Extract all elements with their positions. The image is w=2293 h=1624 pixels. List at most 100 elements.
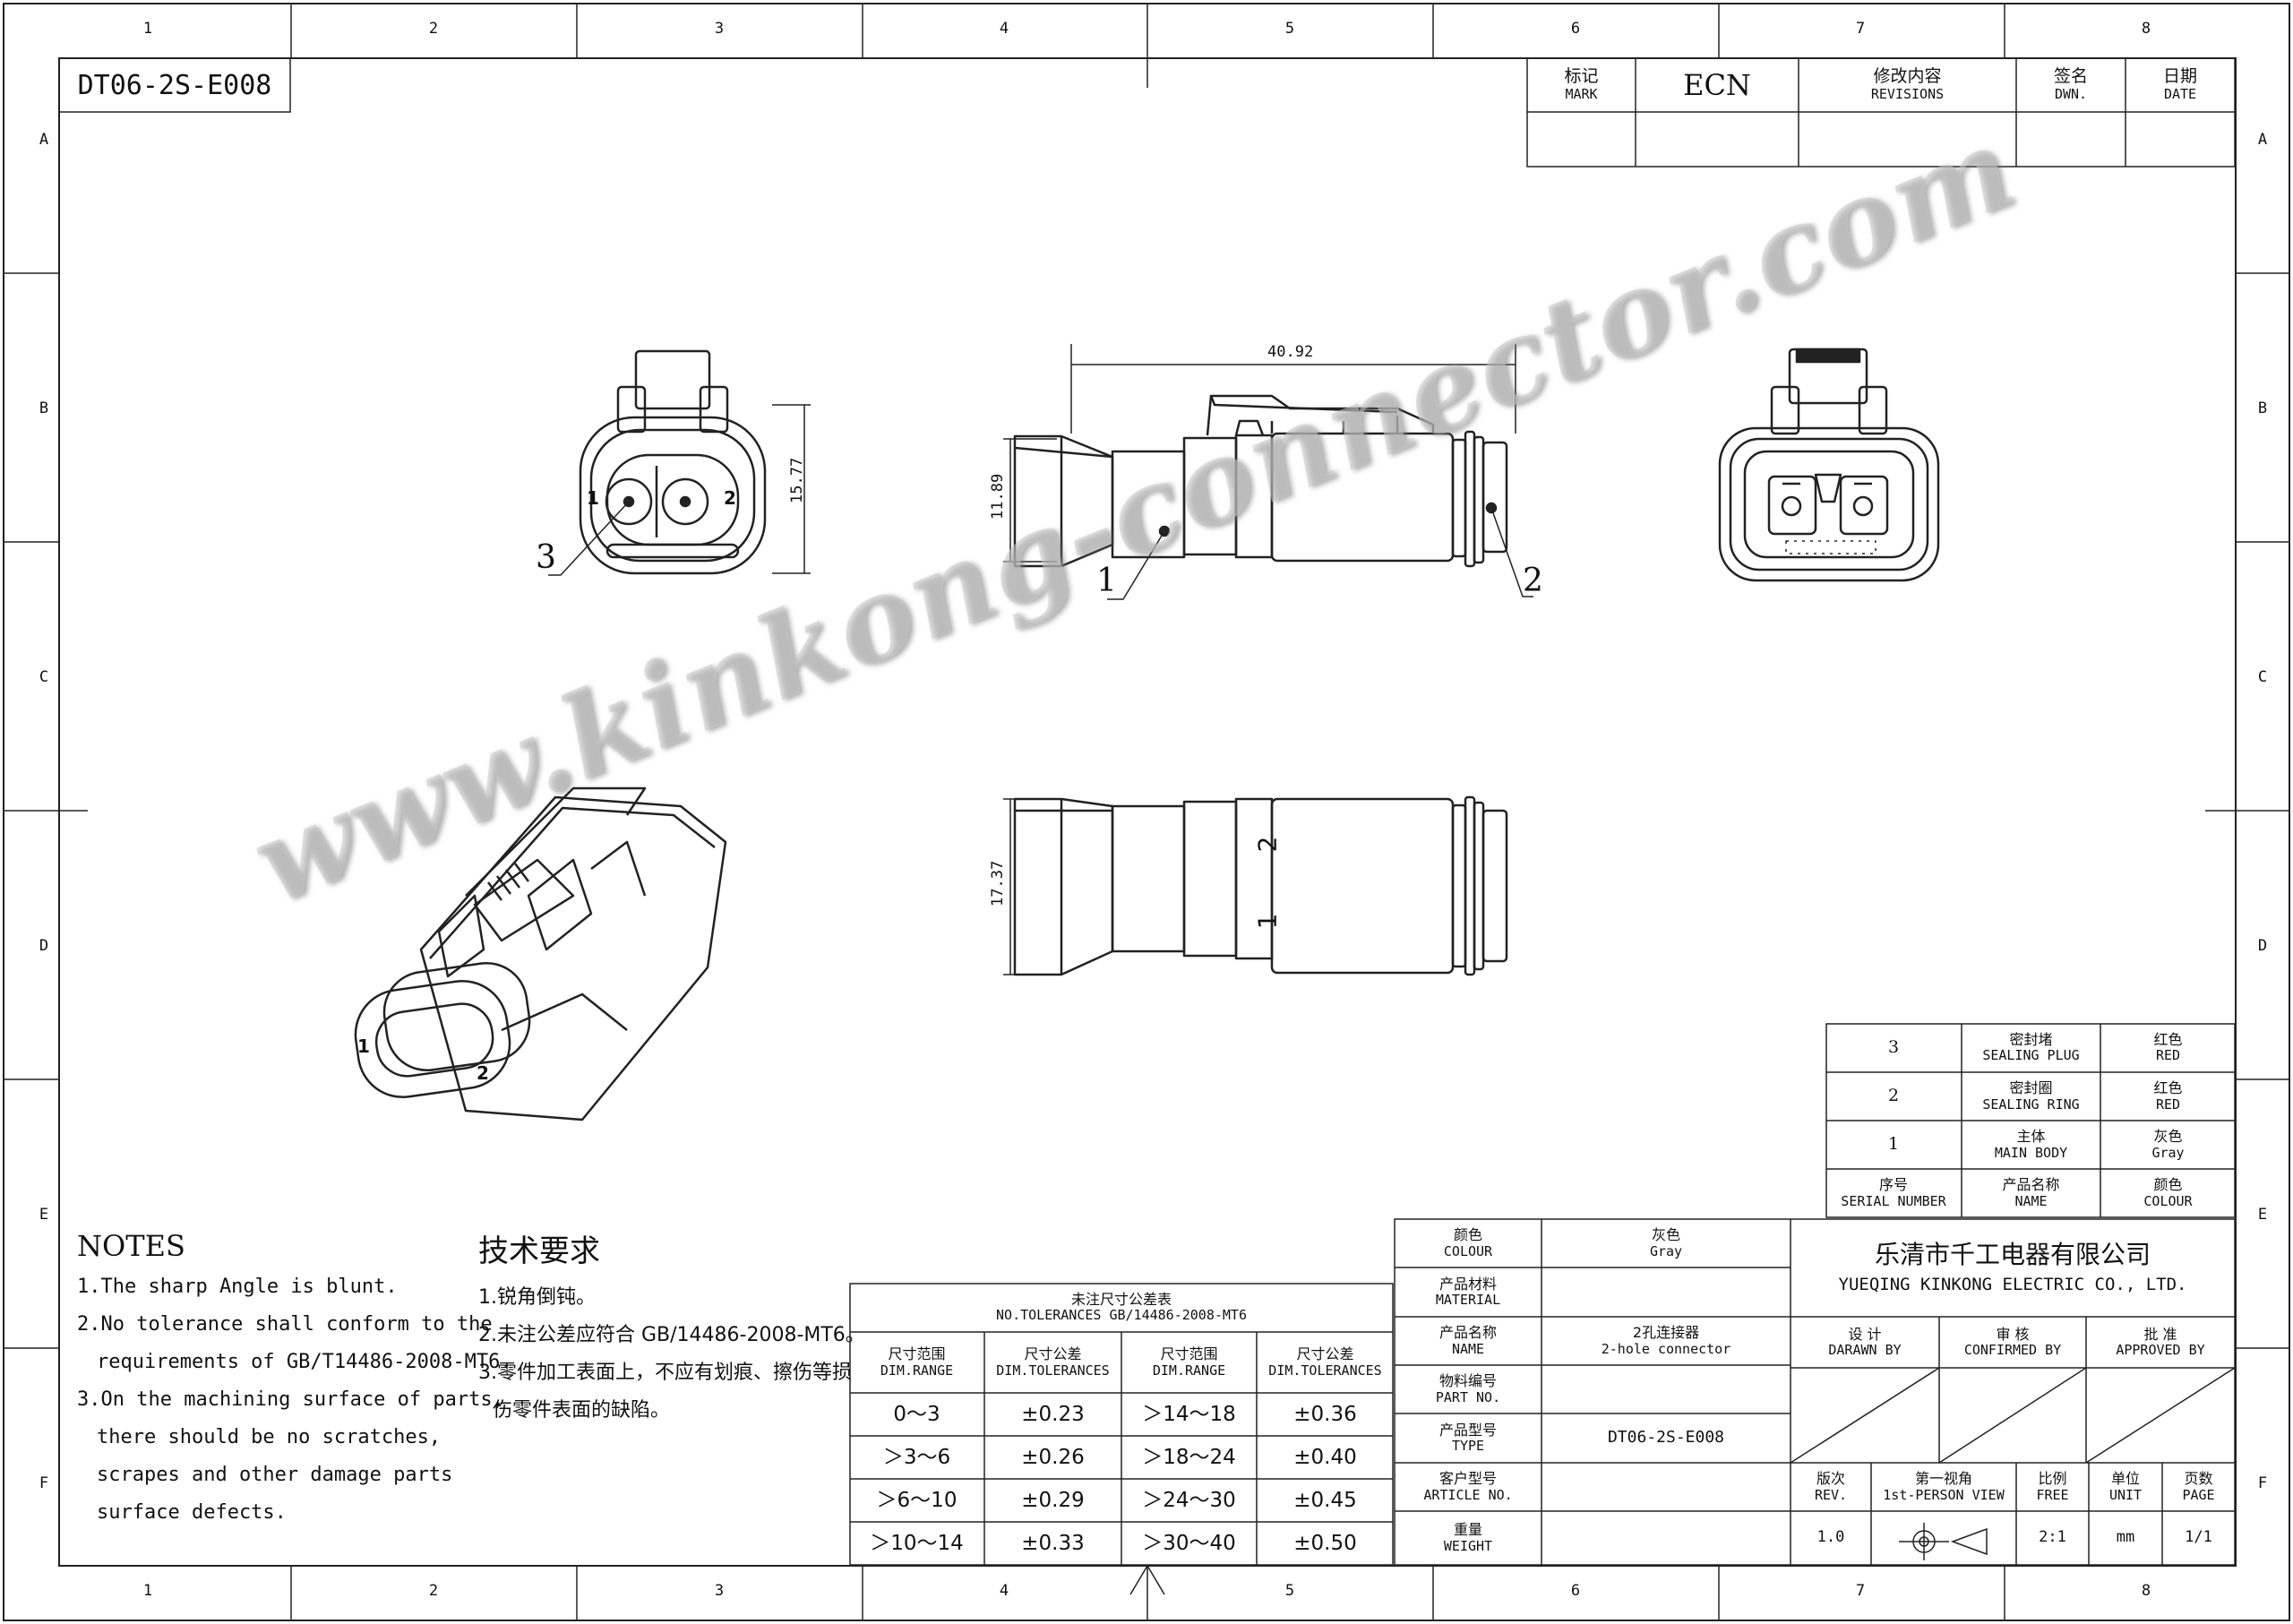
tb-scale-val: 2:1	[2039, 1528, 2066, 1547]
tb-colour-val-cn: 灰色	[1651, 1226, 1680, 1244]
tb-approve-cn: 批 准	[2143, 1325, 2177, 1343]
rev-dwn-en: DWN.	[2054, 86, 2088, 103]
zone-row-c: C	[2257, 668, 2268, 686]
bom-header-no-en: SERIAL NUMBER	[1841, 1192, 1946, 1209]
bom-no: 1	[1887, 1134, 1900, 1155]
note-3d: surface defects.	[97, 1501, 287, 1524]
tb-partno-cn: 物料编号	[1438, 1372, 1497, 1390]
bom-name-en: SEALING RING	[1982, 1096, 2080, 1113]
note-2a: 2.No tolerance shall conform to the	[77, 1313, 493, 1336]
note-3a: 3.On the machining surface of parts,	[77, 1388, 504, 1411]
tb-unit-val: mm	[2116, 1528, 2135, 1547]
zone-row-c: C	[39, 668, 49, 686]
tol-cell: ±0.45	[1293, 1488, 1357, 1512]
tol-cell: 0～3	[893, 1402, 940, 1426]
tol-cell: ＞14～18	[1142, 1402, 1236, 1426]
balloon-3: 3	[536, 539, 556, 576]
rev-dwn-cn: 签名	[2053, 66, 2088, 87]
tol-cell: ＞3～6	[882, 1445, 951, 1469]
zone-col-1: 1	[142, 20, 153, 38]
tb-rev-en: REV.	[1814, 1486, 1848, 1503]
iso-pin-label-1: 1	[357, 1035, 370, 1057]
zone-row-e: E	[39, 1206, 49, 1224]
tb-check-en: CONFIRMED BY	[1963, 1342, 2062, 1359]
pin-label-1: 1	[587, 487, 599, 509]
zone-col-5: 5	[1284, 20, 1295, 38]
tb-name-val-cn: 2孔连接器	[1632, 1324, 1700, 1342]
tb-page-en: PAGE	[2182, 1486, 2215, 1503]
tol-cell: ±0.50	[1293, 1531, 1357, 1555]
zone-row-d: D	[2257, 937, 2268, 955]
bom-name-cn: 主体	[2016, 1128, 2046, 1146]
bom-name-en: SEALING PLUG	[1982, 1047, 2080, 1064]
tol-h-range-en: DIM.RANGE	[1152, 1362, 1226, 1379]
tb-type-en: TYPE	[1451, 1438, 1485, 1455]
zone-col-2: 2	[428, 20, 439, 38]
bom-name-cn: 密封圈	[2009, 1079, 2053, 1097]
note-cn-3a: 3.零件加工表面上，不应有划痕、擦伤等损	[478, 1362, 852, 1384]
tol-cell: ±0.29	[1021, 1488, 1085, 1512]
rev-ecn: ECN	[1683, 67, 1751, 102]
note-cn-2: 2.未注公差应符合 GB/14486-2008-MT6。	[478, 1324, 865, 1346]
first-angle-symbol	[1899, 1523, 1988, 1560]
tb-colour-val-en: Gray	[1649, 1242, 1683, 1259]
bom-header-name-cn: 产品名称	[2002, 1176, 2060, 1194]
company-name-cn: 乐清市千工电器有限公司	[1874, 1240, 2151, 1270]
rev-date-cn: 日期	[2162, 66, 2197, 87]
zone-row-b: B	[2257, 400, 2268, 417]
zone-row-a: A	[2257, 131, 2268, 149]
tb-name-val-en: 2-hole connector	[1601, 1340, 1731, 1357]
zone-row-a: A	[39, 131, 49, 149]
tb-design-cn: 设 计	[1848, 1325, 1882, 1343]
bom-name-en: MAIN BODY	[1994, 1144, 2068, 1161]
rev-revisions-cn: 修改内容	[1873, 66, 1942, 87]
tb-page-val: 1/1	[2185, 1528, 2212, 1547]
bom-header-colour-en: COLOUR	[2143, 1192, 2193, 1209]
tb-material-en: MATERIAL	[1435, 1292, 1501, 1309]
bom-no: 2	[1887, 1086, 1900, 1106]
note-2b: requirements of GB/T14486-2008-MT6.	[97, 1351, 512, 1373]
tb-view-cn: 第一视角	[1914, 1470, 1972, 1488]
tol-cell: ＞6～10	[876, 1488, 958, 1512]
zone-col-8: 8	[2141, 1582, 2151, 1600]
zone-row-d: D	[39, 937, 49, 955]
tol-title-en: NO.TOLERANCES GB/14486-2008-MT6	[996, 1307, 1247, 1324]
front-view	[579, 349, 767, 575]
bom-name-cn: 密封堵	[2009, 1030, 2053, 1048]
bottom-pin-label-2: 2	[1252, 836, 1283, 853]
zone-col-2: 2	[428, 1582, 439, 1600]
zone-col-7: 7	[1855, 20, 1866, 38]
company-name-en: YUEQING KINKONG ELECTRIC CO., LTD.	[1838, 1274, 2187, 1294]
tb-check-cn: 审 核	[1996, 1325, 2030, 1343]
bom-colour-en: Gray	[2151, 1144, 2185, 1161]
zone-row-f: F	[39, 1474, 49, 1492]
dim-overall-length: 40.92	[1267, 343, 1314, 361]
tb-page-cn: 页数	[2184, 1470, 2213, 1488]
tb-name-cn: 产品名称	[1438, 1324, 1497, 1342]
tb-view-en: 1st-PERSON VIEW	[1883, 1486, 2005, 1503]
zone-col-3: 3	[714, 20, 725, 38]
notes-title: NOTES	[77, 1229, 185, 1263]
notes-chinese: 技术要求 1.锐角倒钝。 2.未注公差应符合 GB/14486-2008-MT6…	[478, 1233, 865, 1430]
tb-approve-en: APPROVED BY	[2116, 1342, 2205, 1359]
tb-weight-en: WEIGHT	[1443, 1537, 1493, 1554]
notes-cn-title: 技术要求	[478, 1233, 600, 1269]
tol-cell: ±0.23	[1021, 1402, 1085, 1426]
note-cn-3b: 伤零件表面的缺陷。	[493, 1399, 671, 1422]
tol-h-tol-cn: 尺寸公差	[1296, 1345, 1354, 1363]
tol-cell: ＞30～40	[1142, 1531, 1236, 1555]
note-3c: scrapes and other damage parts	[97, 1464, 453, 1486]
tol-h-range-cn: 尺寸范围	[888, 1345, 946, 1363]
zone-row-f: F	[2257, 1474, 2268, 1492]
tb-scale-en: FREE	[2036, 1486, 2069, 1503]
drawing-number: DT06-2S-E008	[77, 69, 272, 101]
zone-col-5: 5	[1284, 1582, 1295, 1600]
tol-h-tol-en: DIM.TOLERANCES	[996, 1362, 1110, 1379]
bom-colour-en: RED	[2155, 1096, 2181, 1113]
zone-col-3: 3	[714, 1582, 725, 1600]
zone-col-8: 8	[2141, 20, 2151, 38]
tb-material-cn: 产品材料	[1438, 1275, 1497, 1293]
tb-article-en: ARTICLE NO.	[1423, 1486, 1513, 1503]
bom-colour-en: RED	[2155, 1047, 2181, 1064]
